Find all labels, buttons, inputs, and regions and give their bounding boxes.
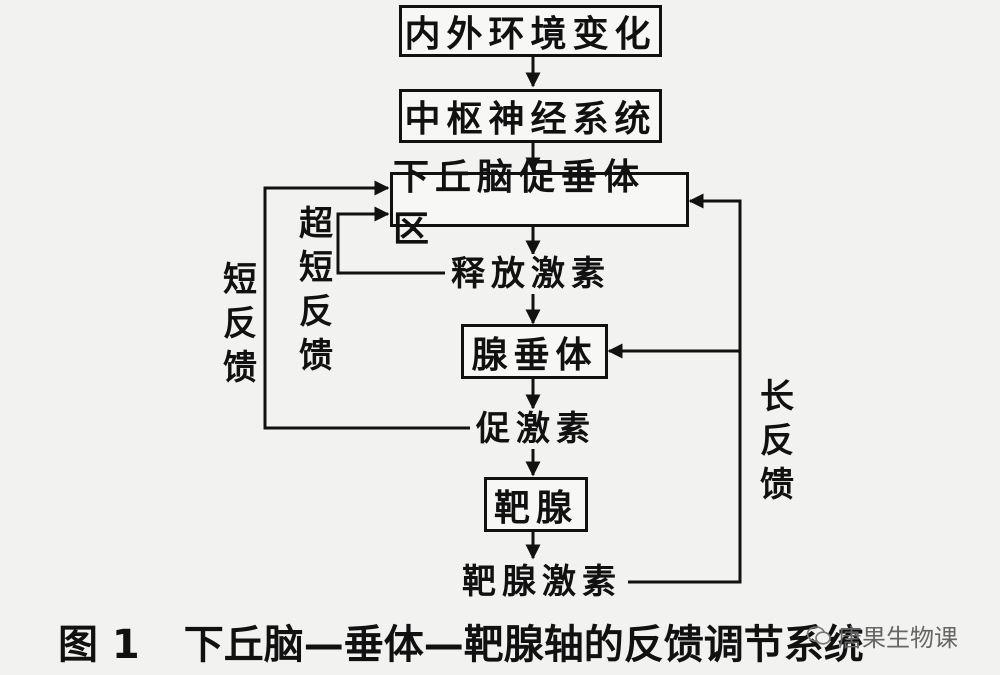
figure-title: 下丘脑—垂体—靶腺轴的反馈调节系统 bbox=[183, 622, 864, 668]
long-feedback-label: 长反馈 bbox=[760, 377, 794, 505]
ultra-short-feedback-label: 超短反馈 bbox=[299, 204, 333, 376]
hypothalamus-box: 下丘脑促垂体区 bbox=[390, 156, 689, 250]
target-gland-box: 靶腺 bbox=[484, 477, 588, 532]
target-hormone-label: 靶腺激素 bbox=[462, 562, 622, 602]
releasing-hormone-label: 释放激素 bbox=[451, 254, 611, 294]
cns-box: 中枢神经系统 bbox=[399, 89, 662, 143]
env-change-box: 内外环境变化 bbox=[399, 5, 662, 57]
long-feedback-line bbox=[628, 193, 742, 584]
pituitary-box: 腺垂体 bbox=[461, 324, 608, 379]
watermark-text: 唐果生物课 bbox=[838, 624, 958, 652]
hypothalamus-label: 下丘脑促垂体区 bbox=[393, 155, 646, 250]
short-feedback-line bbox=[263, 180, 470, 430]
tropic-hormone-label: 促激素 bbox=[476, 409, 596, 449]
target-gland-label: 靶腺 bbox=[493, 486, 578, 529]
figure-caption: 图 1 下丘脑—垂体—靶腺轴的反馈调节系统 bbox=[58, 612, 864, 670]
watermark: 唐果生物课 bbox=[806, 618, 958, 653]
pituitary-label: 腺垂体 bbox=[471, 333, 598, 376]
cns-label: 中枢神经系统 bbox=[404, 98, 657, 140]
short-feedback-label: 短反馈 bbox=[223, 260, 257, 388]
env-change-label: 内外环境变化 bbox=[404, 13, 657, 55]
ultra-short-feedback-line bbox=[336, 206, 445, 275]
chat-bubbles-icon bbox=[806, 625, 831, 645]
figure-number: 图 1 bbox=[58, 622, 140, 668]
